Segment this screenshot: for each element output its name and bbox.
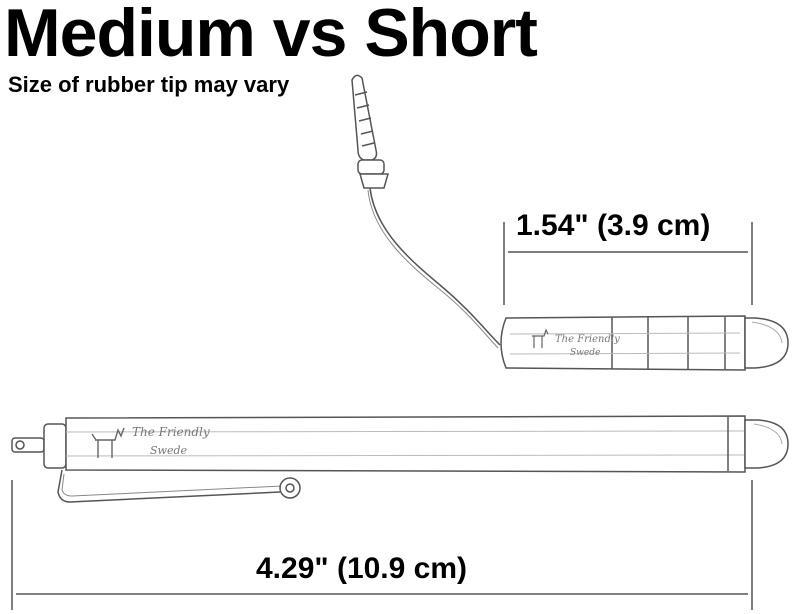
dust-plug — [351, 74, 389, 189]
short-brand-line2: Swede — [570, 348, 600, 358]
long-brand-line1: The Friendly — [132, 425, 210, 439]
moose-logo-large — [91, 427, 125, 458]
long-brand-line2: Swede — [150, 444, 188, 457]
short-stylus — [500, 315, 789, 371]
short-dimension-line — [503, 222, 753, 305]
short-length-label: 1.54" (3.9 cm) — [516, 209, 711, 242]
moose-logo-small — [532, 328, 549, 348]
lanyard — [369, 187, 501, 346]
long-dimension-line — [11, 480, 753, 610]
short-brand-line1: The Friendly — [555, 334, 620, 345]
long-stylus — [11, 415, 789, 503]
page-title: Medium vs Short — [4, 0, 538, 71]
page-subtitle: Size of rubber tip may vary — [8, 72, 290, 97]
long-length-label: 4.29" (10.9 cm) — [256, 552, 468, 585]
